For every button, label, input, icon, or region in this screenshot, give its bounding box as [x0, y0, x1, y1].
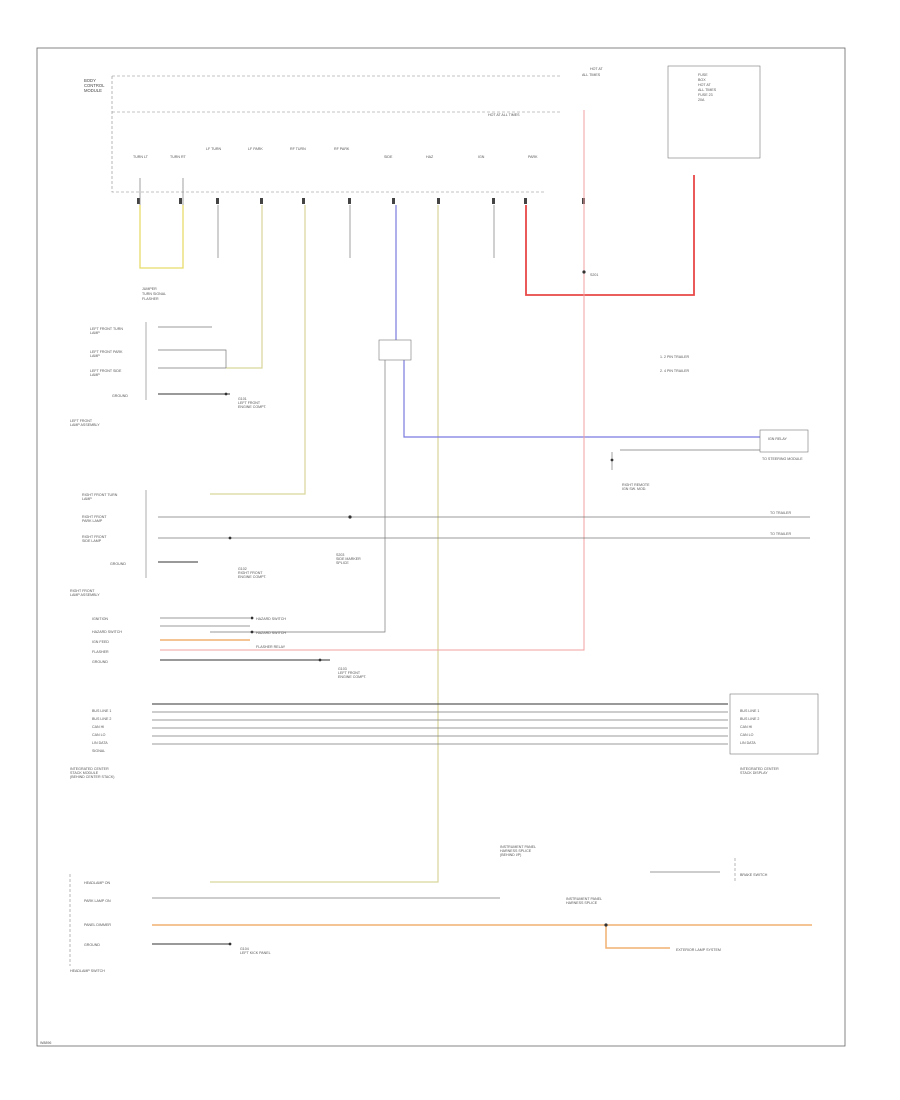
svg-text:TURN RT: TURN RT — [170, 155, 187, 159]
svg-text:BUS LINE 2: BUS LINE 2 — [740, 717, 759, 721]
ignition-relay-box — [759, 429, 809, 453]
yellow-loop-wire — [139, 205, 184, 269]
svg-text:TO TRAILER: TO TRAILER — [770, 532, 791, 536]
headlamp-on-wire — [210, 205, 439, 883]
svg-text:TO STEERING MODULE: TO STEERING MODULE — [762, 457, 803, 461]
svg-text:RF PARK: RF PARK — [334, 147, 350, 151]
svg-text:IGN: IGN — [478, 155, 485, 159]
svg-text:GROUND: GROUND — [112, 394, 128, 398]
svg-text:TURN LT: TURN LT — [133, 155, 149, 159]
svg-text:LIN DATA: LIN DATA — [92, 741, 108, 745]
svg-text:HAZARD SWITCH: HAZARD SWITCH — [256, 631, 286, 635]
svg-text:PANEL DIMMER: PANEL DIMMER — [84, 923, 111, 927]
svg-text:CAN HI: CAN HI — [92, 725, 104, 729]
svg-text:PARK LAMP ON: PARK LAMP ON — [84, 899, 111, 903]
svg-text:FLASHER RELAY: FLASHER RELAY — [256, 645, 286, 649]
svg-text:2. 4 PIN TRAILER: 2. 4 PIN TRAILER — [660, 369, 689, 373]
svg-text:BUS LINE 2: BUS LINE 2 — [92, 717, 111, 721]
svg-text:SIGNAL: SIGNAL — [92, 749, 105, 753]
svg-text:BUS LINE 1: BUS LINE 1 — [92, 709, 111, 713]
svg-text:PARK: PARK — [528, 155, 538, 159]
svg-text:1. 2 PIN TRAILER: 1. 2 PIN TRAILER — [660, 355, 689, 359]
headlamp-switch: HEADLAMP ON PARK LAMP ON PANEL DIMMER GR… — [69, 874, 812, 973]
svg-text:LIN DATA: LIN DATA — [740, 741, 756, 745]
svg-text:EXTERIOR LAMP SYSTEM: EXTERIOR LAMP SYSTEM — [676, 948, 721, 952]
svg-text:GROUND: GROUND — [110, 562, 126, 566]
svg-text:LF TURN: LF TURN — [206, 147, 222, 151]
svg-text:HEADLAMP SWITCH: HEADLAMP SWITCH — [70, 969, 105, 973]
diagram-frame — [36, 47, 846, 1047]
svg-text:IGN RELAY: IGN RELAY — [768, 437, 788, 441]
ign-feed-wire — [160, 110, 585, 651]
fuse-box — [667, 65, 761, 159]
svg-text:HOT AT: HOT AT — [590, 67, 603, 71]
svg-text:TO TRAILER: TO TRAILER — [770, 511, 791, 515]
svg-text:GROUND: GROUND — [92, 660, 108, 664]
svg-text:HAZARD SWITCH: HAZARD SWITCH — [92, 630, 122, 634]
svg-text:HAZ: HAZ — [426, 155, 434, 159]
svg-text:IGNITION: IGNITION — [92, 617, 108, 621]
module-pin-labels: TURN LT TURN RT LF TURN LF PARK RF TURN … — [133, 147, 538, 159]
module-connector-pins — [137, 198, 585, 204]
svg-text:IGN FEED: IGN FEED — [92, 640, 109, 644]
svg-text:BUS LINE 1: BUS LINE 1 — [740, 709, 759, 713]
svg-text:LF PARK: LF PARK — [248, 147, 263, 151]
blue-bus-wire — [403, 360, 760, 438]
svg-text:GROUND: GROUND — [84, 943, 100, 947]
svg-text:CAN LO: CAN LO — [740, 733, 754, 737]
svg-text:HAZARD SWITCH: HAZARD SWITCH — [256, 617, 286, 621]
rf-turn-wire — [210, 205, 306, 495]
svg-text:HEADLAMP ON: HEADLAMP ON — [84, 881, 110, 885]
battery-feed-wire — [525, 175, 695, 296]
data-bus: BUS LINE 1 BUS LINE 2 CAN HI CAN LO LIN … — [70, 693, 819, 779]
svg-text:HOT AT ALL TIMES: HOT AT ALL TIMES — [488, 113, 520, 117]
svg-text:BRAKE SWITCH: BRAKE SWITCH — [740, 873, 768, 877]
svg-text:RF TURN: RF TURN — [290, 147, 306, 151]
svg-text:S201: S201 — [590, 273, 598, 277]
svg-text:FLASHER: FLASHER — [92, 650, 109, 654]
page-id: W8896 — [40, 1041, 51, 1045]
mid-connector: IGNITION HAZARD SWITCH IGN FEED FLASHER … — [92, 616, 367, 679]
svg-text:CAN LO: CAN LO — [92, 733, 106, 737]
svg-text:SIDE: SIDE — [384, 155, 393, 159]
lf-turn-wire — [226, 205, 263, 369]
svg-text:CAN HI: CAN HI — [740, 725, 752, 729]
svg-text:ALL TIMES: ALL TIMES — [582, 73, 601, 77]
